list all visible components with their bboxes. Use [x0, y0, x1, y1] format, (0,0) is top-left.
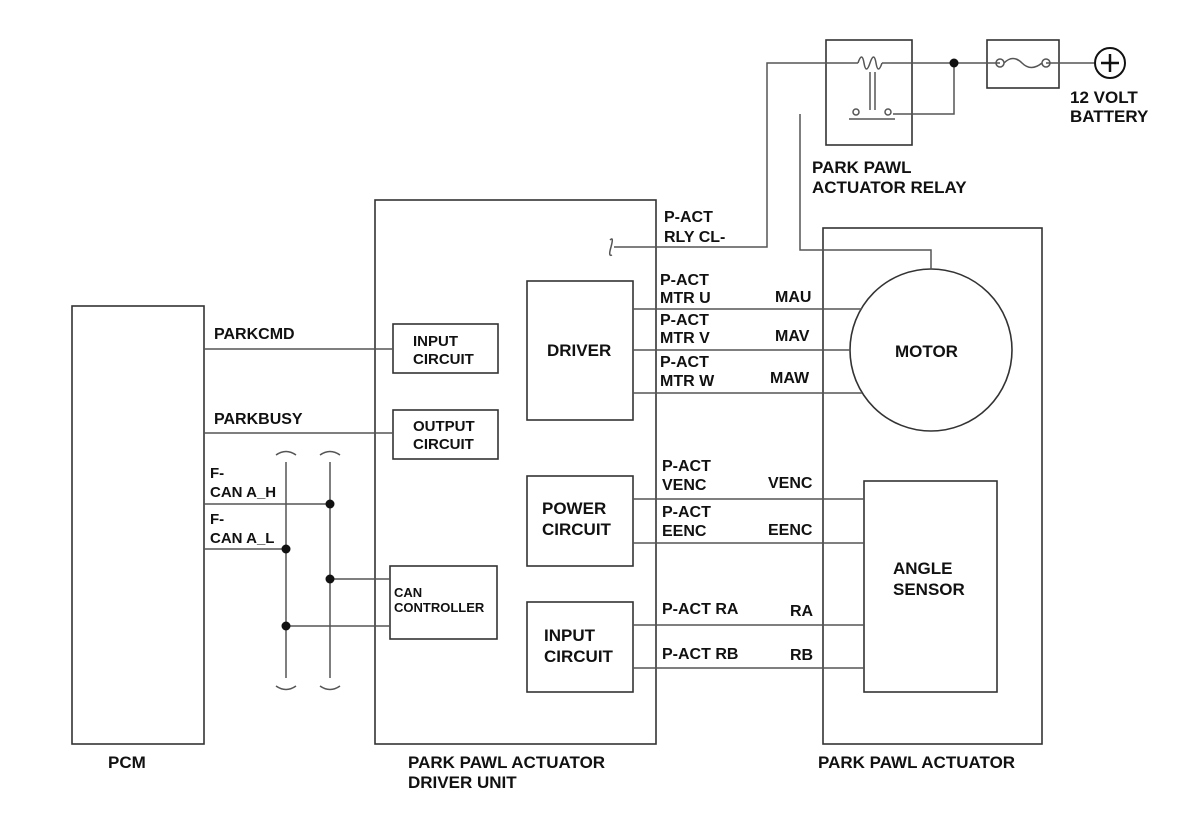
can-bus-break-mark [275, 685, 297, 691]
driver-unit-box [374, 199, 657, 745]
eenc-signal-label: EENC [662, 523, 707, 540]
mau-pin-label: MAU [775, 289, 811, 306]
can-l-label: CAN A_L [210, 530, 274, 547]
pcm-box [71, 305, 205, 745]
can-controller-label: CONTROLLER [394, 600, 485, 615]
rly-label: P-ACT [664, 209, 713, 226]
angle-sensor-label: SENSOR [893, 580, 965, 599]
relay-contact-feed-wire [893, 63, 955, 115]
input-circuit-bottom-label: CIRCUIT [544, 647, 614, 666]
actuator-box [822, 227, 1043, 745]
mtr-w-label: P-ACT [660, 354, 709, 371]
can-h-label: F- [210, 465, 224, 482]
rb-signal-label: P-ACT RB [662, 646, 738, 663]
input-circuit-bottom-label: INPUT [544, 626, 596, 645]
can-h-label: CAN A_H [210, 484, 276, 501]
mtr-u-label: MTR U [660, 290, 711, 307]
rly-label: RLY CL- [664, 229, 725, 246]
parkbusy-label: PARKBUSY [214, 411, 303, 428]
driver-label: DRIVER [547, 341, 611, 360]
eenc-pin-label: EENC [768, 522, 813, 539]
ra-signal-label: P-ACT RA [662, 601, 739, 618]
maw-pin-label: MAW [770, 370, 810, 387]
junction-dot [949, 58, 959, 68]
pcm-label: PCM [108, 753, 146, 772]
battery-label: 12 VOLT [1070, 88, 1138, 107]
wire-break-mark [608, 238, 614, 257]
can-l-label: F- [210, 511, 224, 528]
relay-label: PARK PAWL [812, 158, 911, 177]
driver-unit-label: DRIVER UNIT [408, 773, 517, 792]
fuse-icon [995, 57, 1051, 69]
driver-unit-label: PARK PAWL ACTUATOR [408, 753, 605, 772]
can-bus-break-mark [275, 450, 297, 456]
switch-contact-icon [849, 108, 895, 120]
output-circuit-block [392, 409, 499, 460]
junction-dot [281, 621, 291, 631]
rly-cl-wire [614, 62, 845, 248]
can-bus-break-mark [319, 685, 341, 691]
mtr-w-label: MTR W [660, 373, 715, 390]
ra-pin-label: RA [790, 603, 814, 620]
venc-signal-label: P-ACT [662, 458, 711, 475]
rb-pin-label: RB [790, 647, 813, 664]
fuse-box [986, 39, 1060, 89]
angle-sensor-block [863, 480, 998, 693]
can-controller-block [389, 565, 498, 640]
mtr-u-label: P-ACT [660, 272, 709, 289]
relay-to-motor-wire [799, 114, 932, 269]
relay-box [825, 39, 913, 146]
coil-icon [845, 56, 893, 110]
motor-label: MOTOR [895, 342, 958, 361]
power-circuit-label: POWER [542, 499, 606, 518]
input-circuit-top-label: INPUT [413, 333, 458, 350]
input-circuit-top-label: CIRCUIT [413, 351, 474, 368]
mav-pin-label: MAV [775, 328, 810, 345]
angle-sensor-label: ANGLE [893, 559, 953, 578]
relay-label: ACTUATOR RELAY [812, 178, 967, 197]
can-controller-label: CAN [394, 585, 422, 600]
power-circuit-block [526, 475, 634, 567]
junction-dot [325, 499, 335, 509]
input-circuit-bottom-block [526, 601, 634, 693]
output-circuit-label: OUTPUT [413, 418, 475, 435]
mtr-v-label: P-ACT [660, 312, 709, 329]
battery-label: BATTERY [1070, 107, 1149, 126]
junction-dot [325, 574, 335, 584]
venc-signal-label: VENC [662, 477, 707, 494]
output-circuit-label: CIRCUIT [413, 436, 474, 453]
power-circuit-label: CIRCUIT [542, 520, 612, 539]
eenc-signal-label: P-ACT [662, 504, 711, 521]
can-bus-break-mark [319, 450, 341, 456]
junction-dot [281, 544, 291, 554]
parkcmd-label: PARKCMD [214, 326, 295, 343]
venc-pin-label: VENC [768, 475, 813, 492]
actuator-label: PARK PAWL ACTUATOR [818, 753, 1015, 772]
mtr-v-label: MTR V [660, 330, 710, 347]
plus-circle-icon [1094, 47, 1126, 79]
